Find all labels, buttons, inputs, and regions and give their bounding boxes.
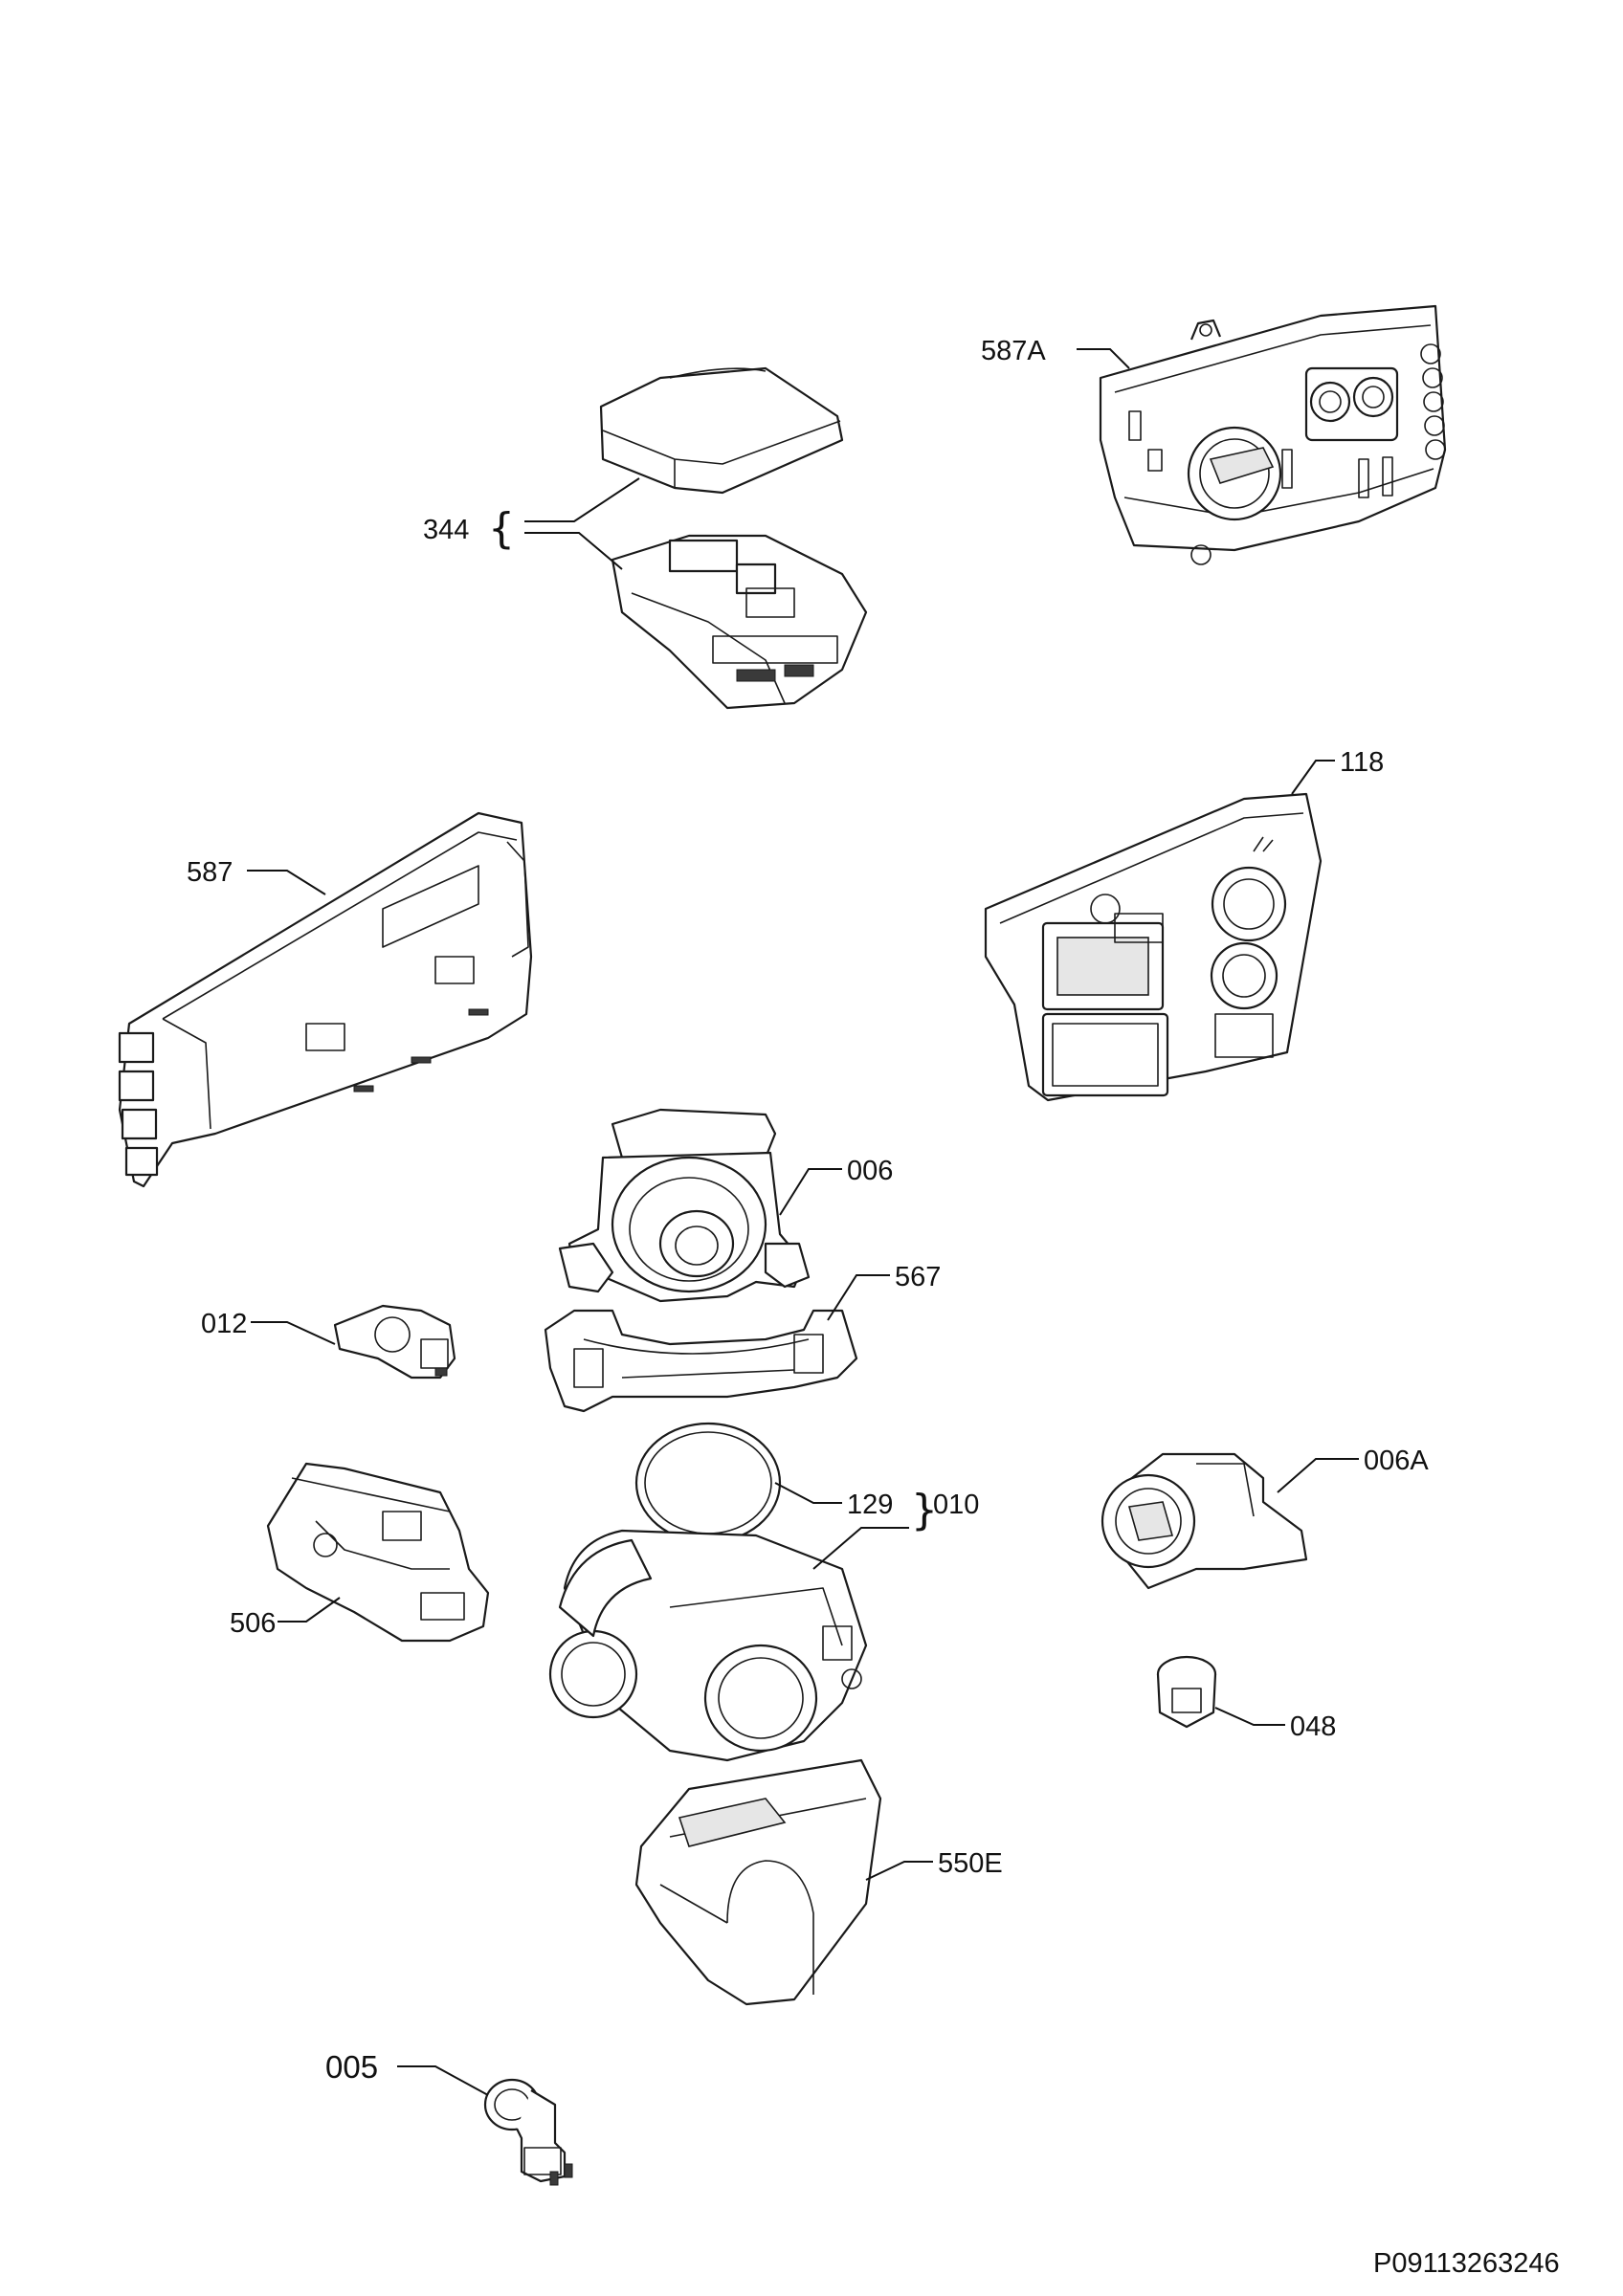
- part-006a-drain-pump: [1101, 1452, 1308, 1590]
- part-010-heat-pump-assembly: [548, 1529, 868, 1762]
- callout-567: 567: [895, 1262, 941, 1292]
- leader-344-cover: [524, 477, 640, 522]
- callout-005: 005: [325, 2049, 378, 2085]
- callout-010: 010: [933, 1490, 979, 1520]
- callout-006a: 006A: [1364, 1446, 1429, 1476]
- leader-344-pcb: [524, 532, 623, 570]
- callout-344: 344: [423, 515, 469, 545]
- leader-587: [247, 870, 326, 895]
- leader-005: [397, 2065, 489, 2096]
- leader-129: [774, 1482, 842, 1504]
- leader-550e: [865, 1861, 933, 1881]
- callout-344-brace: {: [488, 504, 515, 553]
- callout-550e: 550E: [938, 1848, 1003, 1879]
- part-506-air-break: [266, 1462, 490, 1643]
- leader-lines: [247, 348, 1359, 2096]
- leader-587a: [1077, 348, 1130, 369]
- callout-010-brace: }: [911, 1486, 938, 1534]
- part-567-pump-bracket: [544, 1309, 858, 1413]
- leader-006: [779, 1168, 842, 1216]
- callout-506: 506: [230, 1608, 276, 1639]
- leader-118: [1291, 760, 1335, 795]
- callout-labels: 587A 344 { 118 587 006 567 012 129 } 010…: [187, 336, 1429, 2085]
- leader-012: [251, 1321, 336, 1345]
- part-006-circulation-pump: [558, 1108, 811, 1303]
- document-code: P09113263246: [1373, 2248, 1560, 2279]
- leader-010: [812, 1527, 909, 1570]
- leader-567: [827, 1274, 890, 1321]
- part-048-pressure-sensor: [1156, 1655, 1217, 1729]
- callout-129: 129: [847, 1490, 893, 1520]
- leader-048: [1214, 1707, 1285, 1726]
- callout-006: 006: [847, 1156, 893, 1186]
- leader-006a: [1277, 1458, 1359, 1493]
- callout-587: 587: [187, 857, 233, 888]
- part-012-sensor: [333, 1304, 456, 1380]
- part-129-seal-ring: [634, 1422, 782, 1544]
- leader-506: [278, 1597, 341, 1623]
- part-550e-cover: [634, 1758, 882, 2006]
- part-005-inlet-valve: [483, 2078, 573, 2186]
- part-118-detergent-dispenser: [984, 792, 1323, 1102]
- callout-587a: 587A: [981, 336, 1046, 366]
- part-587-main-electronics-box: [118, 811, 533, 1188]
- part-344-pcb-with-cover: [599, 366, 868, 710]
- part-587a-control-module: [1099, 304, 1447, 565]
- callout-118: 118: [1340, 747, 1384, 778]
- callout-048: 048: [1290, 1711, 1336, 1742]
- callout-012: 012: [201, 1309, 247, 1339]
